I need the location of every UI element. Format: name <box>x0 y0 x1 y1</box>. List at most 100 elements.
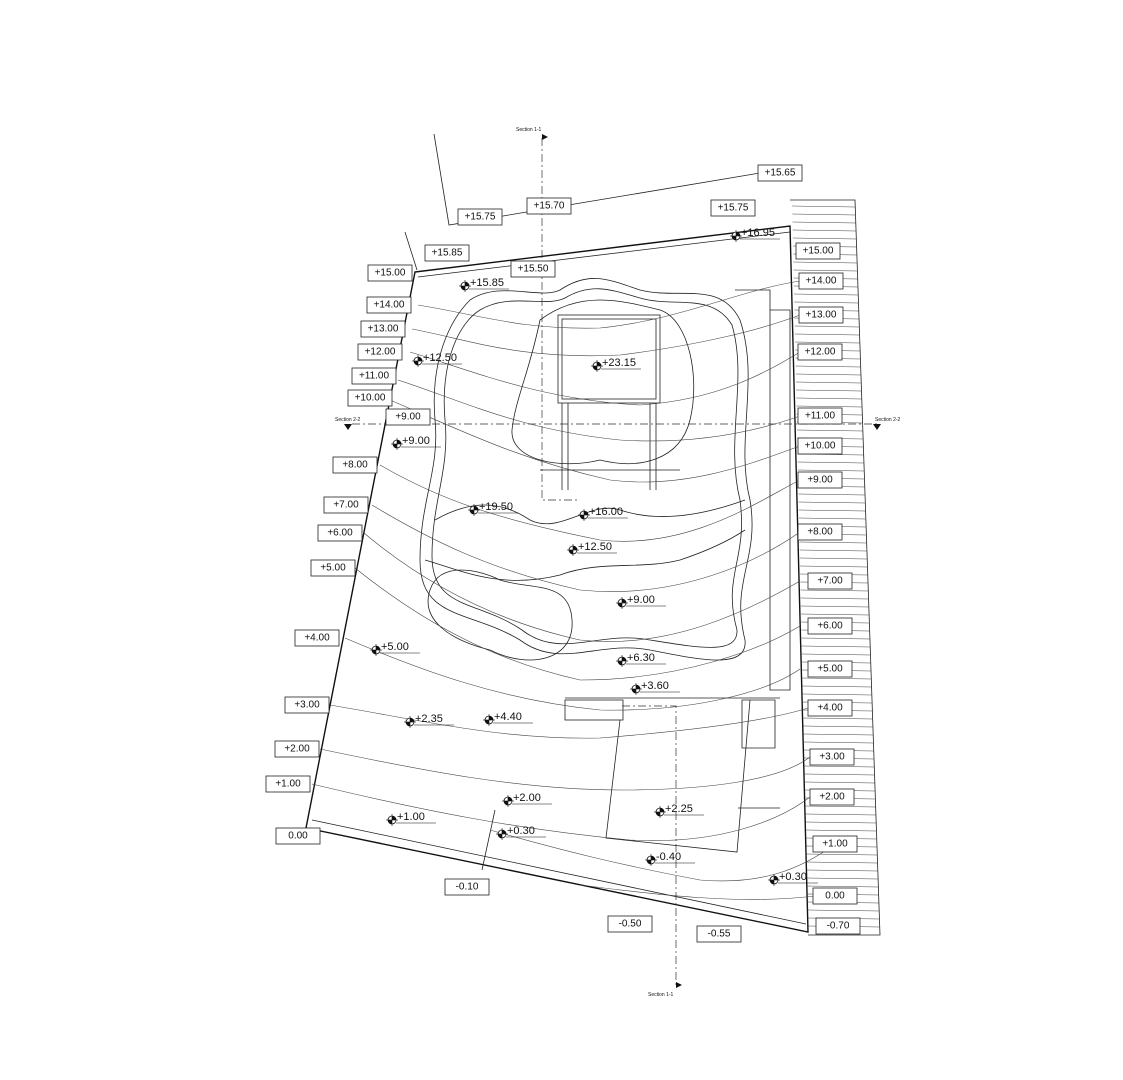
spot-elevation: +6.30 <box>616 652 666 667</box>
spot-elevation-text: +1.00 <box>397 811 425 823</box>
contour-label-text: +12.00 <box>805 347 836 358</box>
tower-outline <box>511 299 695 465</box>
contour-label: +2.00 <box>274 740 320 758</box>
spot-elevation: +16.95 <box>730 227 780 242</box>
contour-label: +10.00 <box>797 437 843 455</box>
elevation-marker-icon <box>654 806 666 818</box>
contour-label-text: +11.00 <box>805 411 836 422</box>
section-arrow-top <box>542 134 548 140</box>
spot-elevation: +9.00 <box>391 435 441 450</box>
spot-elevation: +15.85 <box>459 277 509 292</box>
contour-label: +15.75 <box>710 199 756 217</box>
elevation-marker-icon <box>730 230 742 242</box>
elevation-marker-icon <box>591 360 603 372</box>
contour-label: +15.75 <box>457 208 503 226</box>
contour-label-text: +4.00 <box>304 633 330 644</box>
contour-label: +15.70 <box>526 197 572 215</box>
elevation-marker-icon <box>768 874 780 886</box>
spot-elevation-text: +2.25 <box>665 803 693 815</box>
contour-label-text: +15.85 <box>432 248 463 259</box>
contour-label: +5.00 <box>310 559 356 577</box>
spot-elevation-text: +16.95 <box>741 227 775 239</box>
contour-label-text: +14.00 <box>374 300 405 311</box>
contour-label: +13.00 <box>360 320 406 338</box>
contour-label-box <box>807 660 853 678</box>
contour-label-box <box>332 456 378 474</box>
elevation-marker-icon <box>468 504 480 516</box>
spot-elevation: +4.40 <box>483 711 533 726</box>
contour-label: +15.85 <box>424 244 470 262</box>
contour-label-box <box>385 408 431 426</box>
spot-elevation-text: +16.00 <box>589 506 623 518</box>
contour-label-text: +6.00 <box>327 528 353 539</box>
contour-label: +3.00 <box>284 696 330 714</box>
spot-elevation-text: +9.00 <box>402 435 430 447</box>
contour-label-box <box>526 197 572 215</box>
contour-label-box <box>797 437 843 455</box>
contour-label-box <box>797 407 843 425</box>
contour-label-box <box>710 199 756 217</box>
contour-label: +15.65 <box>757 164 803 182</box>
contour-label-text: +15.75 <box>718 203 749 214</box>
contour-label-text: +12.00 <box>365 347 396 358</box>
contour-label-text: +3.00 <box>819 752 845 763</box>
spot-elevation: +2.00 <box>502 792 552 807</box>
elevation-marker-icon <box>616 655 628 667</box>
contour-label-box <box>265 775 311 793</box>
contour-label: +11.00 <box>351 367 397 385</box>
spot-elevation: +19.50 <box>468 501 518 516</box>
contour-label: +1.00 <box>265 775 311 793</box>
spot-elevation: +12.50 <box>567 541 617 556</box>
contour-label-text: +10.00 <box>355 393 386 404</box>
contour-label-box <box>798 272 844 290</box>
contour-label: +15.00 <box>367 264 413 282</box>
elevation-marker-icon <box>630 683 642 695</box>
contour-label-text: +15.50 <box>518 264 549 275</box>
spot-elevation: +9.00 <box>616 594 666 609</box>
contour-label: -0.55 <box>696 925 742 943</box>
spot-elevations: +16.95 +15.85 +12.50 +23.15 +9.00 +19.50 +16.0… <box>370 227 818 886</box>
boundary-inner <box>311 231 807 925</box>
section-line-1-1-bottom <box>622 705 677 988</box>
spot-elevation-text: +5.00 <box>381 641 409 653</box>
contour-label-text: +15.00 <box>375 268 406 279</box>
contour-label-box <box>797 343 843 361</box>
contour-label: -0.50 <box>607 915 653 933</box>
contour-label: +12.00 <box>797 343 843 361</box>
spot-elevation-text: +3.60 <box>641 680 669 692</box>
contour-label-box <box>696 925 742 943</box>
contour-label-text: +2.00 <box>284 744 310 755</box>
north-line <box>404 133 791 271</box>
spot-elevation: +23.15 <box>591 357 641 372</box>
spot-elevation-text: -0.40 <box>656 851 681 863</box>
contour-label: +2.00 <box>809 788 855 806</box>
contour-label-box <box>366 296 412 314</box>
tower-columns <box>540 403 680 490</box>
contour-label: +4.00 <box>294 629 340 647</box>
contour-label: +8.00 <box>797 523 843 541</box>
contour-label-text: +10.00 <box>805 441 836 452</box>
contour-label-text: +8.00 <box>807 527 833 538</box>
spot-elevation: +0.30 <box>768 871 818 886</box>
contour-label: +11.00 <box>797 407 843 425</box>
contour-label-box <box>815 917 861 935</box>
plan-geometry <box>305 133 881 988</box>
contour-label-text: +15.65 <box>765 168 796 179</box>
contour-label-box <box>812 887 858 905</box>
spot-elevation: +2.25 <box>654 803 704 818</box>
spot-elevation-text: +12.50 <box>423 352 457 364</box>
contour-label-box <box>809 748 855 766</box>
contour-label: -0.10 <box>444 878 490 896</box>
contour-label-text: +7.00 <box>333 500 359 511</box>
contour-label: +14.00 <box>798 272 844 290</box>
contour-label-box <box>275 827 321 845</box>
contour-label: +7.00 <box>807 572 853 590</box>
section-arrow-left <box>344 424 352 430</box>
contour-label: +3.00 <box>809 748 855 766</box>
contour-lines <box>311 280 836 900</box>
contour-label: +8.00 <box>332 456 378 474</box>
hatched-strip-edge <box>790 199 881 936</box>
section-line-1-1-top <box>541 138 580 501</box>
spot-elevation-text: +6.30 <box>627 652 655 664</box>
contour-label-box <box>795 242 841 260</box>
